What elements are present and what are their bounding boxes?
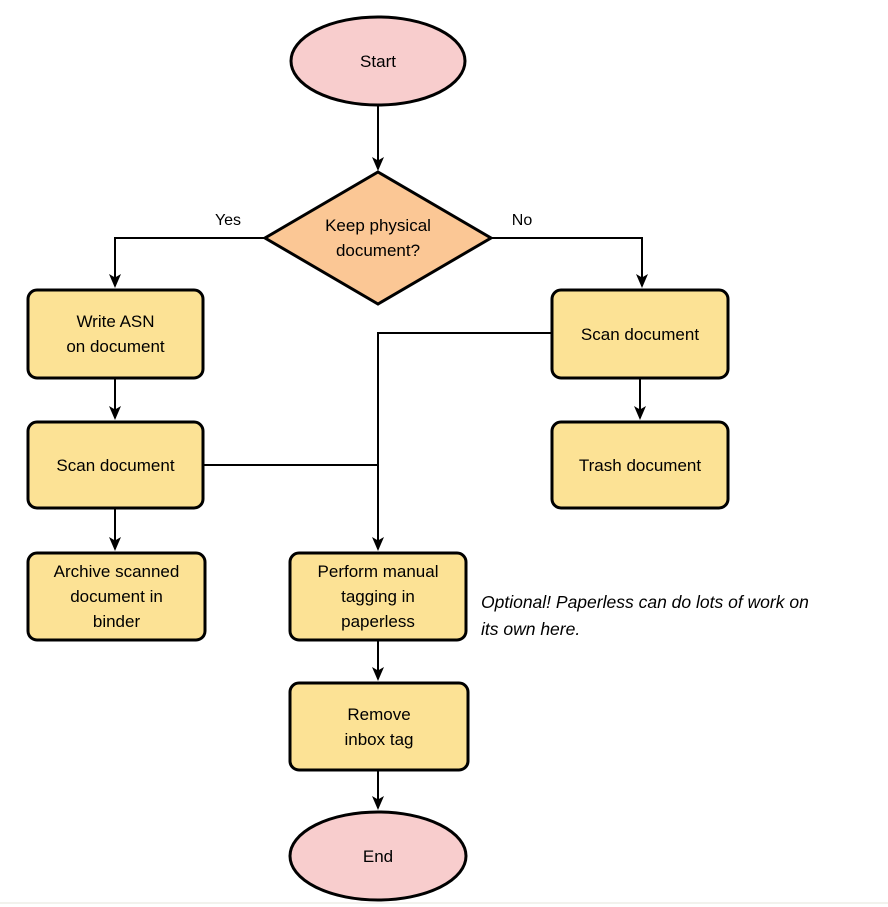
trash-box-shape [550, 420, 730, 510]
tagging-label: Perform manual tagging in paperless [317, 562, 439, 631]
edge-decision-write-asn [109, 237, 265, 288]
start-terminal-shape [289, 15, 467, 107]
tagging-box-shape [288, 551, 468, 642]
decision-label: Keep physical document? [325, 216, 431, 260]
decision-diamond-shape [262, 170, 494, 306]
yes-edge-label: Yes [214, 212, 242, 229]
remove-inbox-label: Remove inbox tag [344, 704, 414, 749]
optional-note-text: Optional! Paperless can do lots of work … [481, 592, 809, 639]
bottom-rule-divider [0, 902, 888, 904]
archive-label: Archive scanned document in binder [53, 562, 180, 631]
edge-scan-right-tagging [372, 332, 552, 551]
write-asn-box-shape [26, 288, 205, 380]
trash-label: Trash document [578, 455, 702, 475]
start-label: Start [360, 51, 396, 71]
remove-inbox-box-shape [288, 681, 470, 772]
scan-right-label: Scan document [580, 324, 700, 344]
scan-left-label: Scan document [56, 455, 175, 475]
archive-box-shape [26, 551, 207, 642]
end-terminal-shape [288, 810, 468, 902]
end-label: End [362, 846, 394, 866]
no-edge-label: No [511, 212, 533, 229]
scan-left-box-shape [26, 420, 205, 510]
edge-decision-scan-right [491, 237, 648, 288]
write-asn-label: Write ASN on document [66, 312, 165, 356]
scan-right-box-shape [550, 288, 730, 380]
